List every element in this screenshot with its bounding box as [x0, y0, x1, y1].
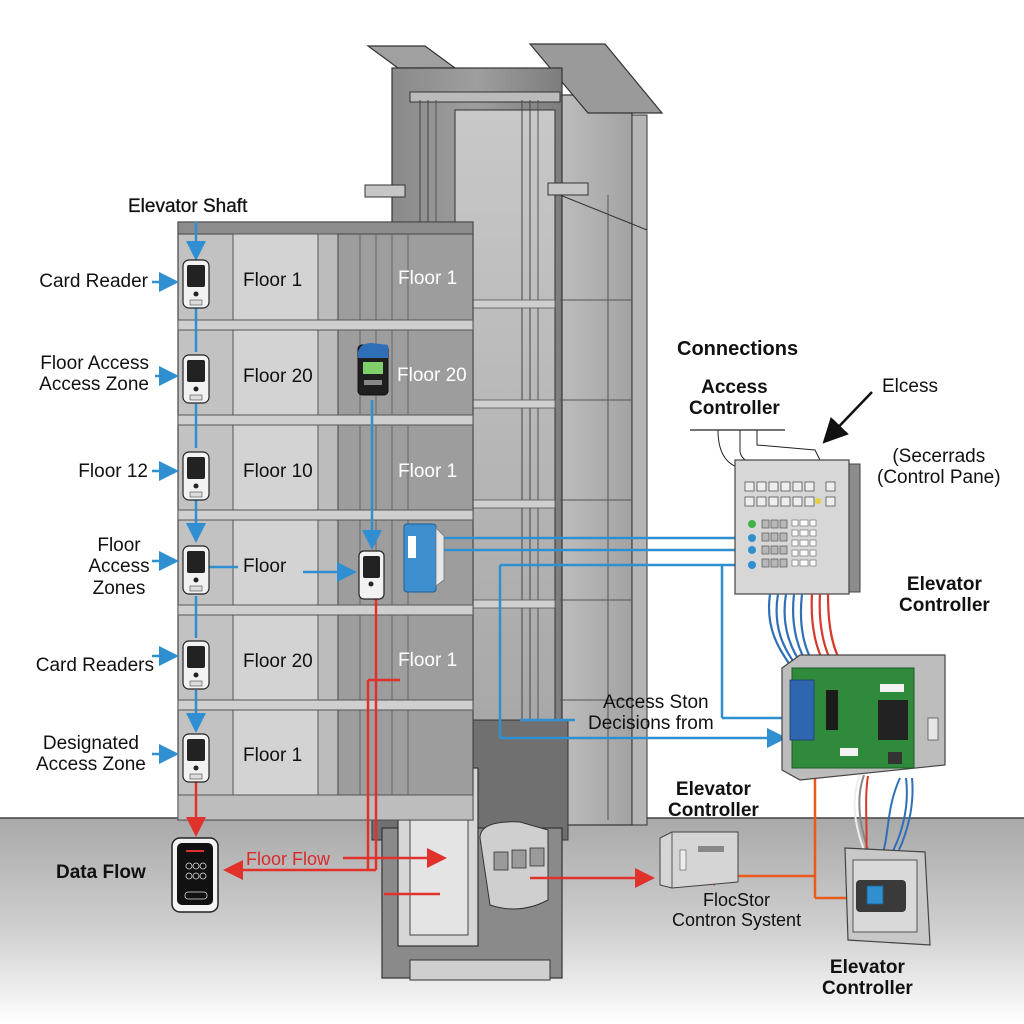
- floor-control-system-box[interactable]: [659, 831, 739, 889]
- label-line: (Secerrads: [892, 446, 986, 467]
- shaft-floor-label: Floor 1: [398, 461, 458, 482]
- card-reader-device[interactable]: [182, 640, 210, 690]
- callout-line: Card Reader: [39, 271, 148, 292]
- elevator-controller-cabinet[interactable]: [781, 654, 946, 781]
- label-line: Controller: [668, 800, 759, 822]
- label-line: Controller: [689, 398, 780, 420]
- label-line: FlocStor: [703, 890, 771, 910]
- label-line: Decisions from: [588, 713, 714, 735]
- label-line: (Control Pane): [877, 467, 1001, 489]
- callout-card-reader: Card Reader: [39, 271, 148, 292]
- floor-selector-keypad[interactable]: [171, 837, 219, 913]
- shaft-floor-label: Floor 1: [398, 650, 458, 671]
- shaft-card-reader[interactable]: [358, 550, 385, 600]
- floor-label: Floor 1: [243, 270, 303, 291]
- callout-line: Card Readers: [35, 655, 154, 676]
- callout-line: Zones: [92, 577, 146, 599]
- callout-floor-access-zone: Floor Access Access Zone: [39, 353, 149, 396]
- card-reader-column: [182, 259, 210, 783]
- callout-line: Access: [88, 556, 150, 578]
- floor-control-system-label: FlocStor Contron Systent: [672, 890, 801, 930]
- building-floors: [177, 221, 474, 821]
- shaft-controller-module[interactable]: [403, 523, 445, 593]
- callout-designated-access-zone: Designated Access Zone: [36, 733, 146, 776]
- floor-flow-label: Floor Flow: [246, 849, 331, 869]
- data-flow-label: Data Flow: [56, 862, 146, 883]
- callout-line: Floor 12: [78, 461, 148, 482]
- callout-line: Access Zone: [39, 374, 149, 396]
- callout-floor-access-zones: Floor Access Zones: [80, 535, 158, 599]
- card-reader-device[interactable]: [182, 259, 210, 309]
- elevator-shaft-label: Elevator Shaft: [128, 196, 248, 217]
- callout-line: Access Zone: [36, 754, 146, 776]
- label-line: Elevator: [906, 574, 982, 595]
- control-lines-red: [186, 598, 655, 896]
- label-line: Controller: [822, 978, 913, 1000]
- callout-line: Floor Access: [40, 353, 149, 374]
- shaft-floor-label: Floor 1: [398, 268, 458, 289]
- floor-label: Floor 20: [243, 366, 313, 387]
- elevator-controller-label-center: Elevator Controller: [668, 779, 759, 822]
- control-panel-label: (Secerrads (Control Pane): [877, 446, 1001, 489]
- label-line: Elevator: [675, 779, 751, 800]
- label-line: Elevator: [829, 957, 905, 978]
- elevator-controller-label-bottom: Elevator Controller: [822, 957, 913, 1000]
- card-reader-device[interactable]: [182, 354, 210, 404]
- label-line: Contron Systent: [672, 910, 802, 931]
- callout-card-readers: Card Readers: [36, 655, 154, 676]
- card-reader-device[interactable]: [182, 733, 210, 783]
- callout-line: Floor: [97, 535, 141, 556]
- access-decisions-label: Access Ston Decisions from: [588, 692, 714, 735]
- access-controller-panel[interactable]: [690, 429, 861, 595]
- pointer-label: Elcess: [882, 376, 938, 397]
- callout-line: Designated: [42, 733, 139, 754]
- data-lines-blue: [152, 222, 790, 764]
- connections-label: Connections: [677, 338, 799, 360]
- label-line: Access Ston: [603, 692, 709, 713]
- shaft-floor-label: Floor 20: [397, 365, 467, 386]
- shaft-terminal-device[interactable]: [357, 343, 389, 396]
- access-controller-label: Access Controller: [689, 377, 780, 420]
- callout-floor-12: Floor 12: [78, 461, 148, 482]
- floor-label: Floor: [243, 556, 287, 577]
- card-reader-device[interactable]: [182, 451, 210, 501]
- floor-label: Floor 1: [243, 745, 303, 766]
- elevator-controller-label-upper: Elevator Controller: [899, 574, 990, 617]
- floor-label: Floor 10: [243, 461, 313, 482]
- wall-controller-box[interactable]: [844, 847, 931, 946]
- label-line: Access: [701, 377, 768, 398]
- card-reader-device[interactable]: [182, 545, 210, 595]
- label-line: Controller: [899, 595, 990, 617]
- pointer-arrow: [822, 391, 873, 444]
- floor-label: Floor 20: [243, 651, 313, 672]
